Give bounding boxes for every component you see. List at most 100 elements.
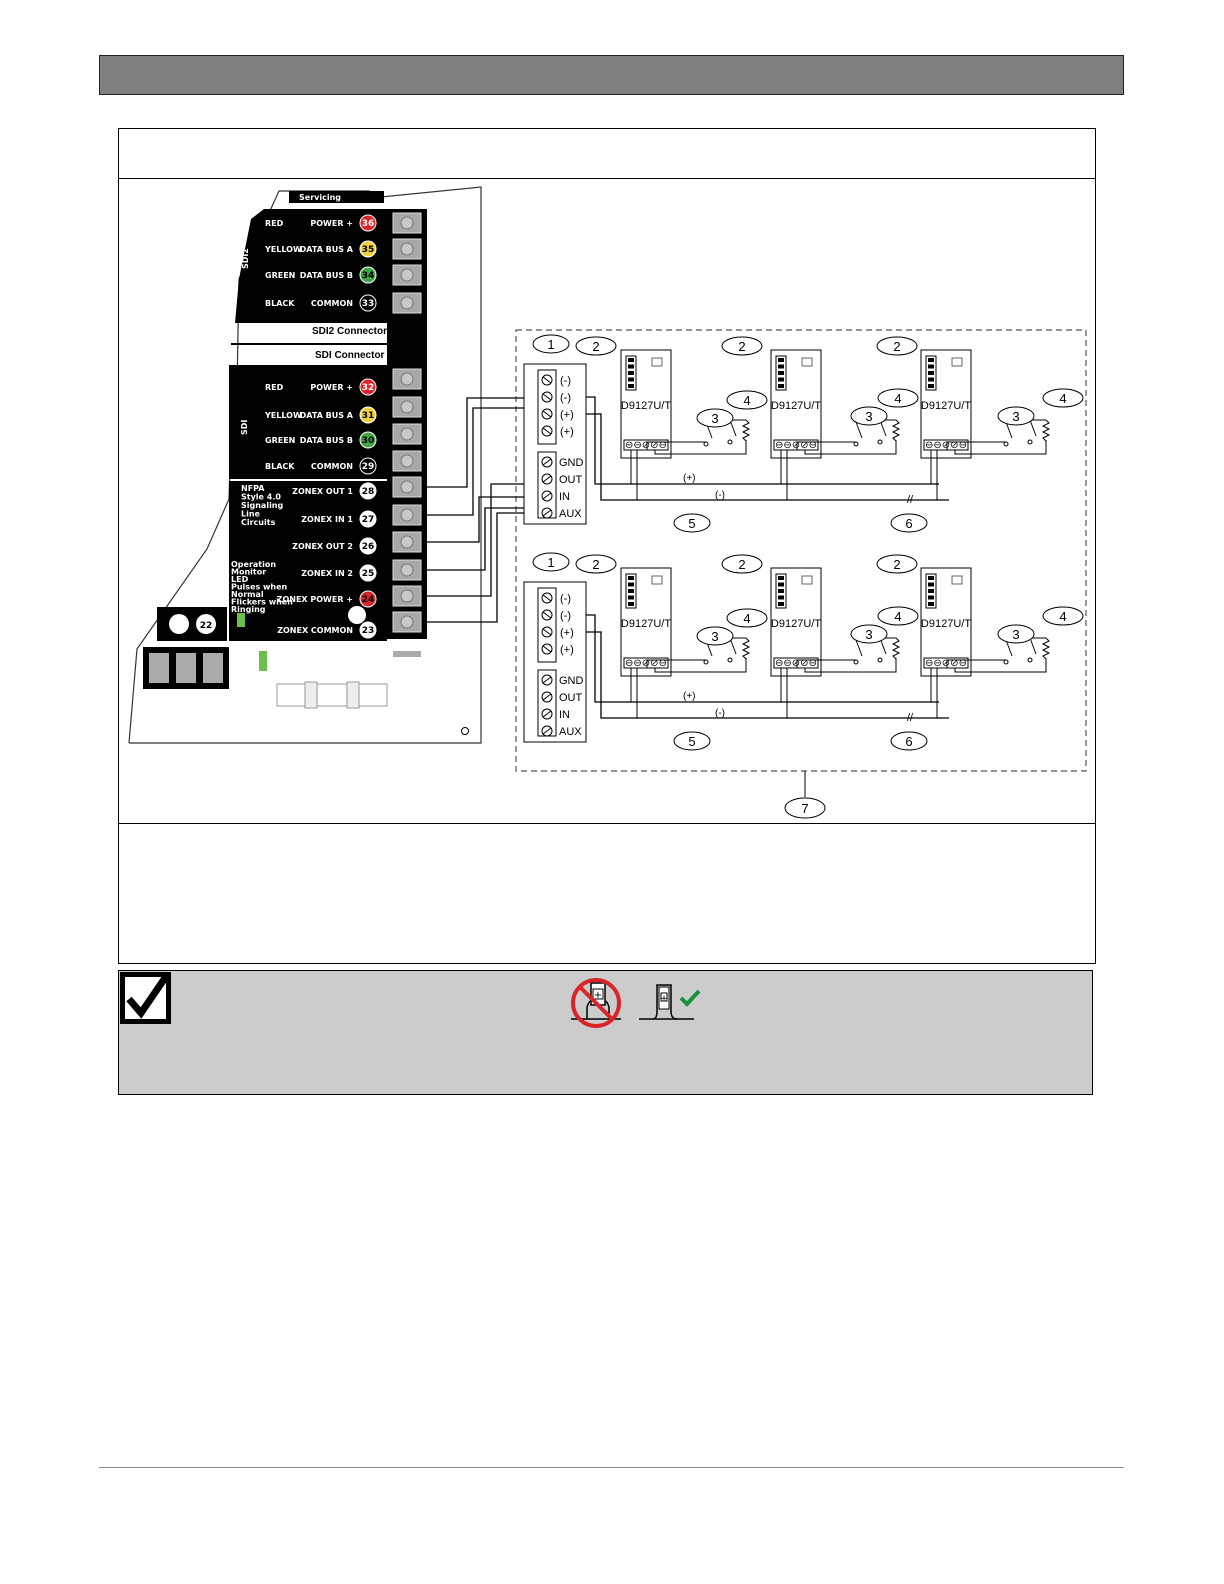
callout-2 <box>721 336 763 356</box>
sdi-color-label: GREEN <box>265 436 295 445</box>
module-terminal-label: (-) <box>560 392 571 404</box>
zonex-terminal-badge <box>359 482 377 500</box>
zonex-terminal-badge <box>359 510 377 528</box>
led-label-line: Operation <box>231 560 276 569</box>
sdi2-color-label: BLACK <box>265 299 295 308</box>
checkbox-checked-icon <box>120 972 171 1024</box>
module-terminal-label: GND <box>559 457 584 469</box>
svg-text:⊖⊖⊘⊘⊖: ⊖⊖⊘⊘⊖ <box>625 658 667 669</box>
sdi-color-label: BLACK <box>265 462 295 471</box>
page-header-bar <box>99 55 1124 95</box>
zonex-terminal-badge <box>359 621 377 639</box>
sdi2-section-label: SDI2 <box>241 248 250 269</box>
sdi2-connector-label: SDI2 Connector <box>312 326 387 337</box>
sdi-color-label: RED <box>265 383 284 392</box>
approved-mounting-icon: + <box>639 984 701 1020</box>
sdi2-color-label: YELLOW <box>264 245 302 254</box>
panel-top-label: Servicing <box>299 193 341 202</box>
callout-number: 2 <box>738 339 745 354</box>
svg-text://: // <box>907 712 914 724</box>
prohibited-mounting-icon: + <box>571 978 621 1028</box>
sdi2-name-label: DATA BUS B <box>300 271 353 280</box>
module-terminal-label: (+) <box>560 627 574 639</box>
callout-number: 4 <box>743 611 750 626</box>
callout-4 <box>726 608 768 628</box>
sdi-name-label: DATA BUS A <box>300 411 354 420</box>
callout-number: 4 <box>1059 391 1066 406</box>
zonex-terminal-badge <box>359 537 377 555</box>
sdi-terminal-number: 30 <box>362 436 375 446</box>
callout-1 <box>532 334 570 354</box>
callout-number: 3 <box>1012 409 1019 424</box>
sdi-color-label: YELLOW <box>264 411 302 420</box>
sdi2-color-label: RED <box>265 219 284 228</box>
callout-2 <box>575 336 617 356</box>
callout-number: 5 <box>688 734 695 749</box>
callout-4 <box>726 390 768 410</box>
callout-2 <box>721 554 763 574</box>
led-label-line: Ringing <box>231 605 266 614</box>
callout-3 <box>997 624 1035 644</box>
svg-text:⊖⊖⊘⊘⊖: ⊖⊖⊘⊘⊖ <box>925 658 967 669</box>
svg-text:⊖⊖⊘⊘⊖: ⊖⊖⊘⊘⊖ <box>625 440 667 451</box>
sdi-terminal-number: 32 <box>362 383 375 393</box>
zonex-name-label: ZONEX IN 2 <box>301 569 353 578</box>
sdi2-terminal-badge <box>359 294 377 312</box>
svg-text:⊖⊖⊘⊘⊖: ⊖⊖⊘⊘⊖ <box>775 658 817 669</box>
sdi2-terminal-number: 36 <box>362 219 375 229</box>
callout-5 <box>673 731 711 751</box>
led-label-line: Monitor <box>231 568 266 577</box>
sdi2-terminal-badge <box>359 266 377 284</box>
sdi2-terminal-badge <box>359 214 377 232</box>
callout-2 <box>575 554 617 574</box>
callout-4 <box>1042 606 1084 626</box>
zonex-name-label: ZONEX OUT 1 <box>292 487 353 496</box>
callout-3 <box>850 406 888 426</box>
callout-5 <box>673 513 711 533</box>
led-label-line: Pulses when <box>231 583 288 592</box>
nfpa-label-line: Style 4.0 <box>241 493 281 502</box>
callout-3 <box>696 408 734 428</box>
callout-6 <box>890 513 928 533</box>
callout-3 <box>696 626 734 646</box>
callout-number: 6 <box>905 516 912 531</box>
sdi-terminal-badge <box>359 457 377 475</box>
callout-4 <box>877 606 919 626</box>
device-label: D9127U/T <box>921 400 971 412</box>
callout-number: 3 <box>711 411 718 426</box>
sdi2-terminal-number: 34 <box>362 271 375 281</box>
callout-number: 4 <box>894 609 901 624</box>
zonex-terminal-number: 23 <box>362 626 375 636</box>
sdi-terminal-number: 29 <box>362 462 375 472</box>
zonex-terminal-number: 28 <box>362 487 375 497</box>
callout-2 <box>876 554 918 574</box>
led-label-line: LED <box>231 575 249 584</box>
callout-2 <box>876 336 918 356</box>
callout-number: 3 <box>865 627 872 642</box>
callout-3 <box>997 406 1035 426</box>
zonex-name-label: ZONEX IN 1 <box>301 515 353 524</box>
svg-text://: // <box>907 494 914 506</box>
sdi-terminal-badge <box>359 406 377 424</box>
note-box: + + <box>118 970 1093 1095</box>
figure-caption-row <box>119 823 1095 963</box>
callout-number: 4 <box>894 391 901 406</box>
nfpa-label-line: Signaling <box>241 501 284 510</box>
svg-text:7: 7 <box>801 801 808 816</box>
module-terminal-label: (-) <box>560 610 571 622</box>
led-label-line: Flickers when <box>231 598 293 607</box>
module-terminal-label: AUX <box>559 726 582 738</box>
callout-number: 3 <box>711 629 718 644</box>
zonex-name-label: ZONEX COMMON <box>277 626 353 635</box>
sdi2-terminal-number: 35 <box>362 245 375 255</box>
svg-text:⊖⊖⊘⊘⊖: ⊖⊖⊘⊘⊖ <box>775 440 817 451</box>
module-terminal-label: (-) <box>560 375 571 387</box>
module-terminal-label: OUT <box>559 474 583 486</box>
sdi2-name-label: DATA BUS A <box>300 245 354 254</box>
zonex-terminal-badge <box>359 590 377 608</box>
sdi2-terminal-number: 33 <box>362 299 375 309</box>
module-terminal-label: (+) <box>560 644 574 656</box>
device-label: D9127U/T <box>921 618 971 630</box>
